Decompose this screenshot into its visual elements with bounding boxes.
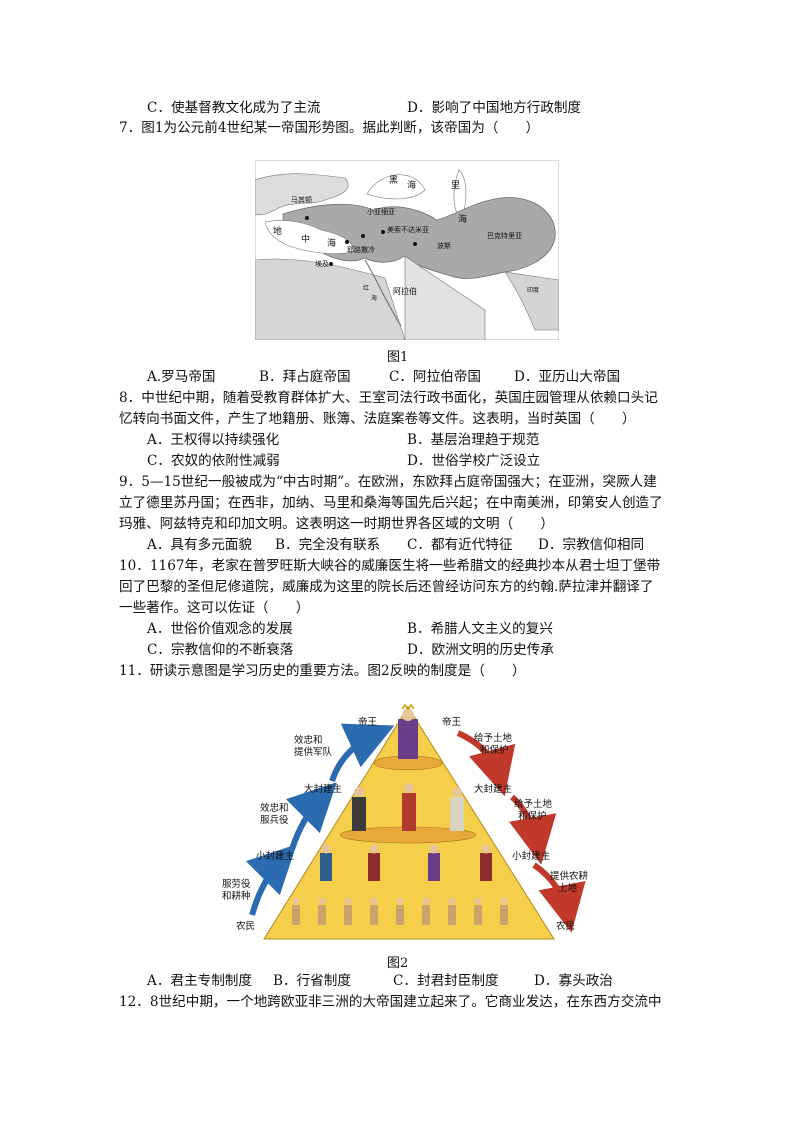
q10-option-d: D．欧洲文明的历史传承 [407,642,554,658]
map-label-macedonia: 马其顿 [291,195,312,204]
map-label-red-sea-1: 红 [363,284,369,292]
label-up-1b: 提供军队 [294,746,333,758]
q6-option-d: D．影响了中国地方行政制度 [407,100,582,116]
king-figure [398,703,418,759]
q9-stem-line2: 立了德里苏丹国；在西非，加纳、马里和桑海等国先后兴起；在中南美洲，印第安人创造了 [119,495,663,511]
label-down-1b: 和保护 [480,744,509,756]
map-label-jerusalem: 耶路撒冷 [347,245,375,254]
map-label-bactria: 巴克特里亚 [487,231,522,240]
q8-option-d: D．世俗学校广泛设立 [407,453,541,469]
map-label-egypt: 埃及 [315,259,329,268]
q9-option-d: D．宗教信仰相同 [538,537,645,553]
label-down-1a: 给予土地 [474,732,513,744]
q10-stem-line3: 一些著作。这可以佐证（ ） [119,600,310,616]
label-king-right: 帝王 [442,716,462,728]
map-label-med-1: 地 [273,225,282,237]
q10-stem-line1: 10．1167年，老家在普罗旺斯大峡谷的威廉医生将一些希腊文的经典抄本从君士坦丁… [119,558,661,574]
q8-option-c: C．农奴的依附性减弱 [147,453,280,469]
map-label-caspian-1: 里 [451,180,460,191]
figure2-caption: 图2 [387,956,409,971]
map-label-india: 印度 [527,286,539,294]
map-label-arabia: 阿拉伯 [393,286,417,296]
figure1-caption: 图1 [387,350,409,365]
down-arrow-3 [532,862,586,933]
down-arrow-1 [456,730,516,797]
map-label-asia-minor: 小亚细亚 [367,207,395,216]
label-up-3b: 和耕种 [222,890,251,902]
q11-option-d: D．寡头政治 [534,973,613,989]
map-label-persia: 波斯 [437,241,451,250]
great-lord-figures [352,783,464,831]
q9-option-b: B．完全没有联系 [275,537,381,553]
down-arrow-2 [509,794,557,865]
label-lesser-lord-right: 小封建主 [512,850,550,862]
q8-option-b: B．基层治理趋于规范 [407,432,540,448]
up-arrow-2 [285,782,337,850]
label-down-3b: 土地 [558,882,578,894]
map-label-black-sea-2: 海 [407,179,416,191]
lesser-lord-figures [320,844,492,881]
empire-map: 黑 海 里 海 马其顿 小亚细亚 地 中 海 美索不达米亚 波斯 巴克特里亚 耶… [255,160,559,340]
label-lesser-lord-left: 小封建主 [256,850,294,862]
q9-option-a: A．具有多元面貌 [147,537,252,553]
feudal-pyramid-diagram: 帝王 帝王 大封建主 大封建主 小封建主 小封建主 农民 农民 效忠和 提供军队… [222,703,589,940]
map-label-med-3: 海 [327,237,336,249]
q12-stem: 12．8世纪中期，一个地跨欧亚非三洲的大帝国建立起来了。它商业发达，在东西方交流… [119,994,662,1010]
up-arrow-3 [245,844,297,916]
label-down-2b: 和保护 [518,810,547,822]
map-label-med-2: 中 [301,233,310,245]
q10-option-a: A．世俗价值观念的发展 [147,621,293,637]
label-king-left: 帝王 [358,716,378,728]
q6-option-c: C．使基督教文化成为了主流 [147,100,321,116]
peasant-figures [292,897,508,925]
label-peasant-left: 农民 [236,920,255,932]
q9-option-c: C．都有近代特征 [407,537,513,553]
q11-option-a: A．君主专制制度 [147,973,252,989]
q9-stem-line1: 9．5—15世纪一般被成为“中古时期”。在欧洲，东欧拜占庭帝国强大；在亚洲，突厥… [119,474,657,490]
label-up-2b: 服兵役 [260,814,289,826]
q11-option-b: B．行省制度 [273,973,351,989]
q10-option-c: C．宗教信仰的不断衰落 [147,642,294,658]
label-up-1a: 效忠和 [294,734,323,746]
label-down-3a: 提供农耕 [550,870,589,882]
q11-option-c: C．封君封臣制度 [393,973,499,989]
label-up-2a: 效忠和 [260,802,289,814]
q7-option-d: D．亚历山大帝国 [514,369,621,385]
q7-stem: 7．图1为公元前4世纪某一帝国形势图。据此判断，该帝国为（ ） [119,120,540,136]
q8-option-a: A．王权得以持续强化 [147,432,280,448]
q8-stem-line2: 忆转向书面文件，产生了地籍册、账簿、法庭案卷等文件。这表明，当时英国（ ） [119,411,636,427]
label-great-lord-left: 大封建主 [304,783,342,795]
q10-option-b: B．希腊人文主义的复兴 [407,621,553,637]
q7-option-a: A.罗马帝国 [147,369,216,385]
label-up-3a: 服劳役 [222,878,251,890]
map-label-red-sea-2: 海 [371,294,377,302]
q7-option-b: B．拜占庭帝国 [259,369,351,385]
label-peasant-right: 农民 [556,920,575,932]
map-label-mesopotamia: 美索不达米亚 [387,225,429,234]
map-label-caspian-2: 海 [458,213,467,225]
up-arrow-1 [329,723,395,783]
q8-stem-line1: 8．中世纪中期，随着受教育群体扩大、王室司法行政书面化，英国庄园管理从依赖口头记 [119,390,658,406]
q11-stem: 11．研读示意图是学习历史的重要方法。图2反映的制度是（ ） [119,663,526,679]
label-down-2a: 给予土地 [514,798,553,810]
q10-stem-line2: 回了巴黎的圣但尼修道院，威廉成为这里的院长后还曾经访问东方的约翰.萨拉津并翻译了 [119,579,654,595]
label-great-lord-right: 大封建主 [474,783,512,795]
map-label-black-sea-1: 黑 [389,175,398,186]
q9-stem-line3: 玛雅、阿兹特克和印加文明。这表明这一时期世界各区域的文明（ ） [119,516,554,532]
q7-option-c: C．阿拉伯帝国 [389,369,481,385]
